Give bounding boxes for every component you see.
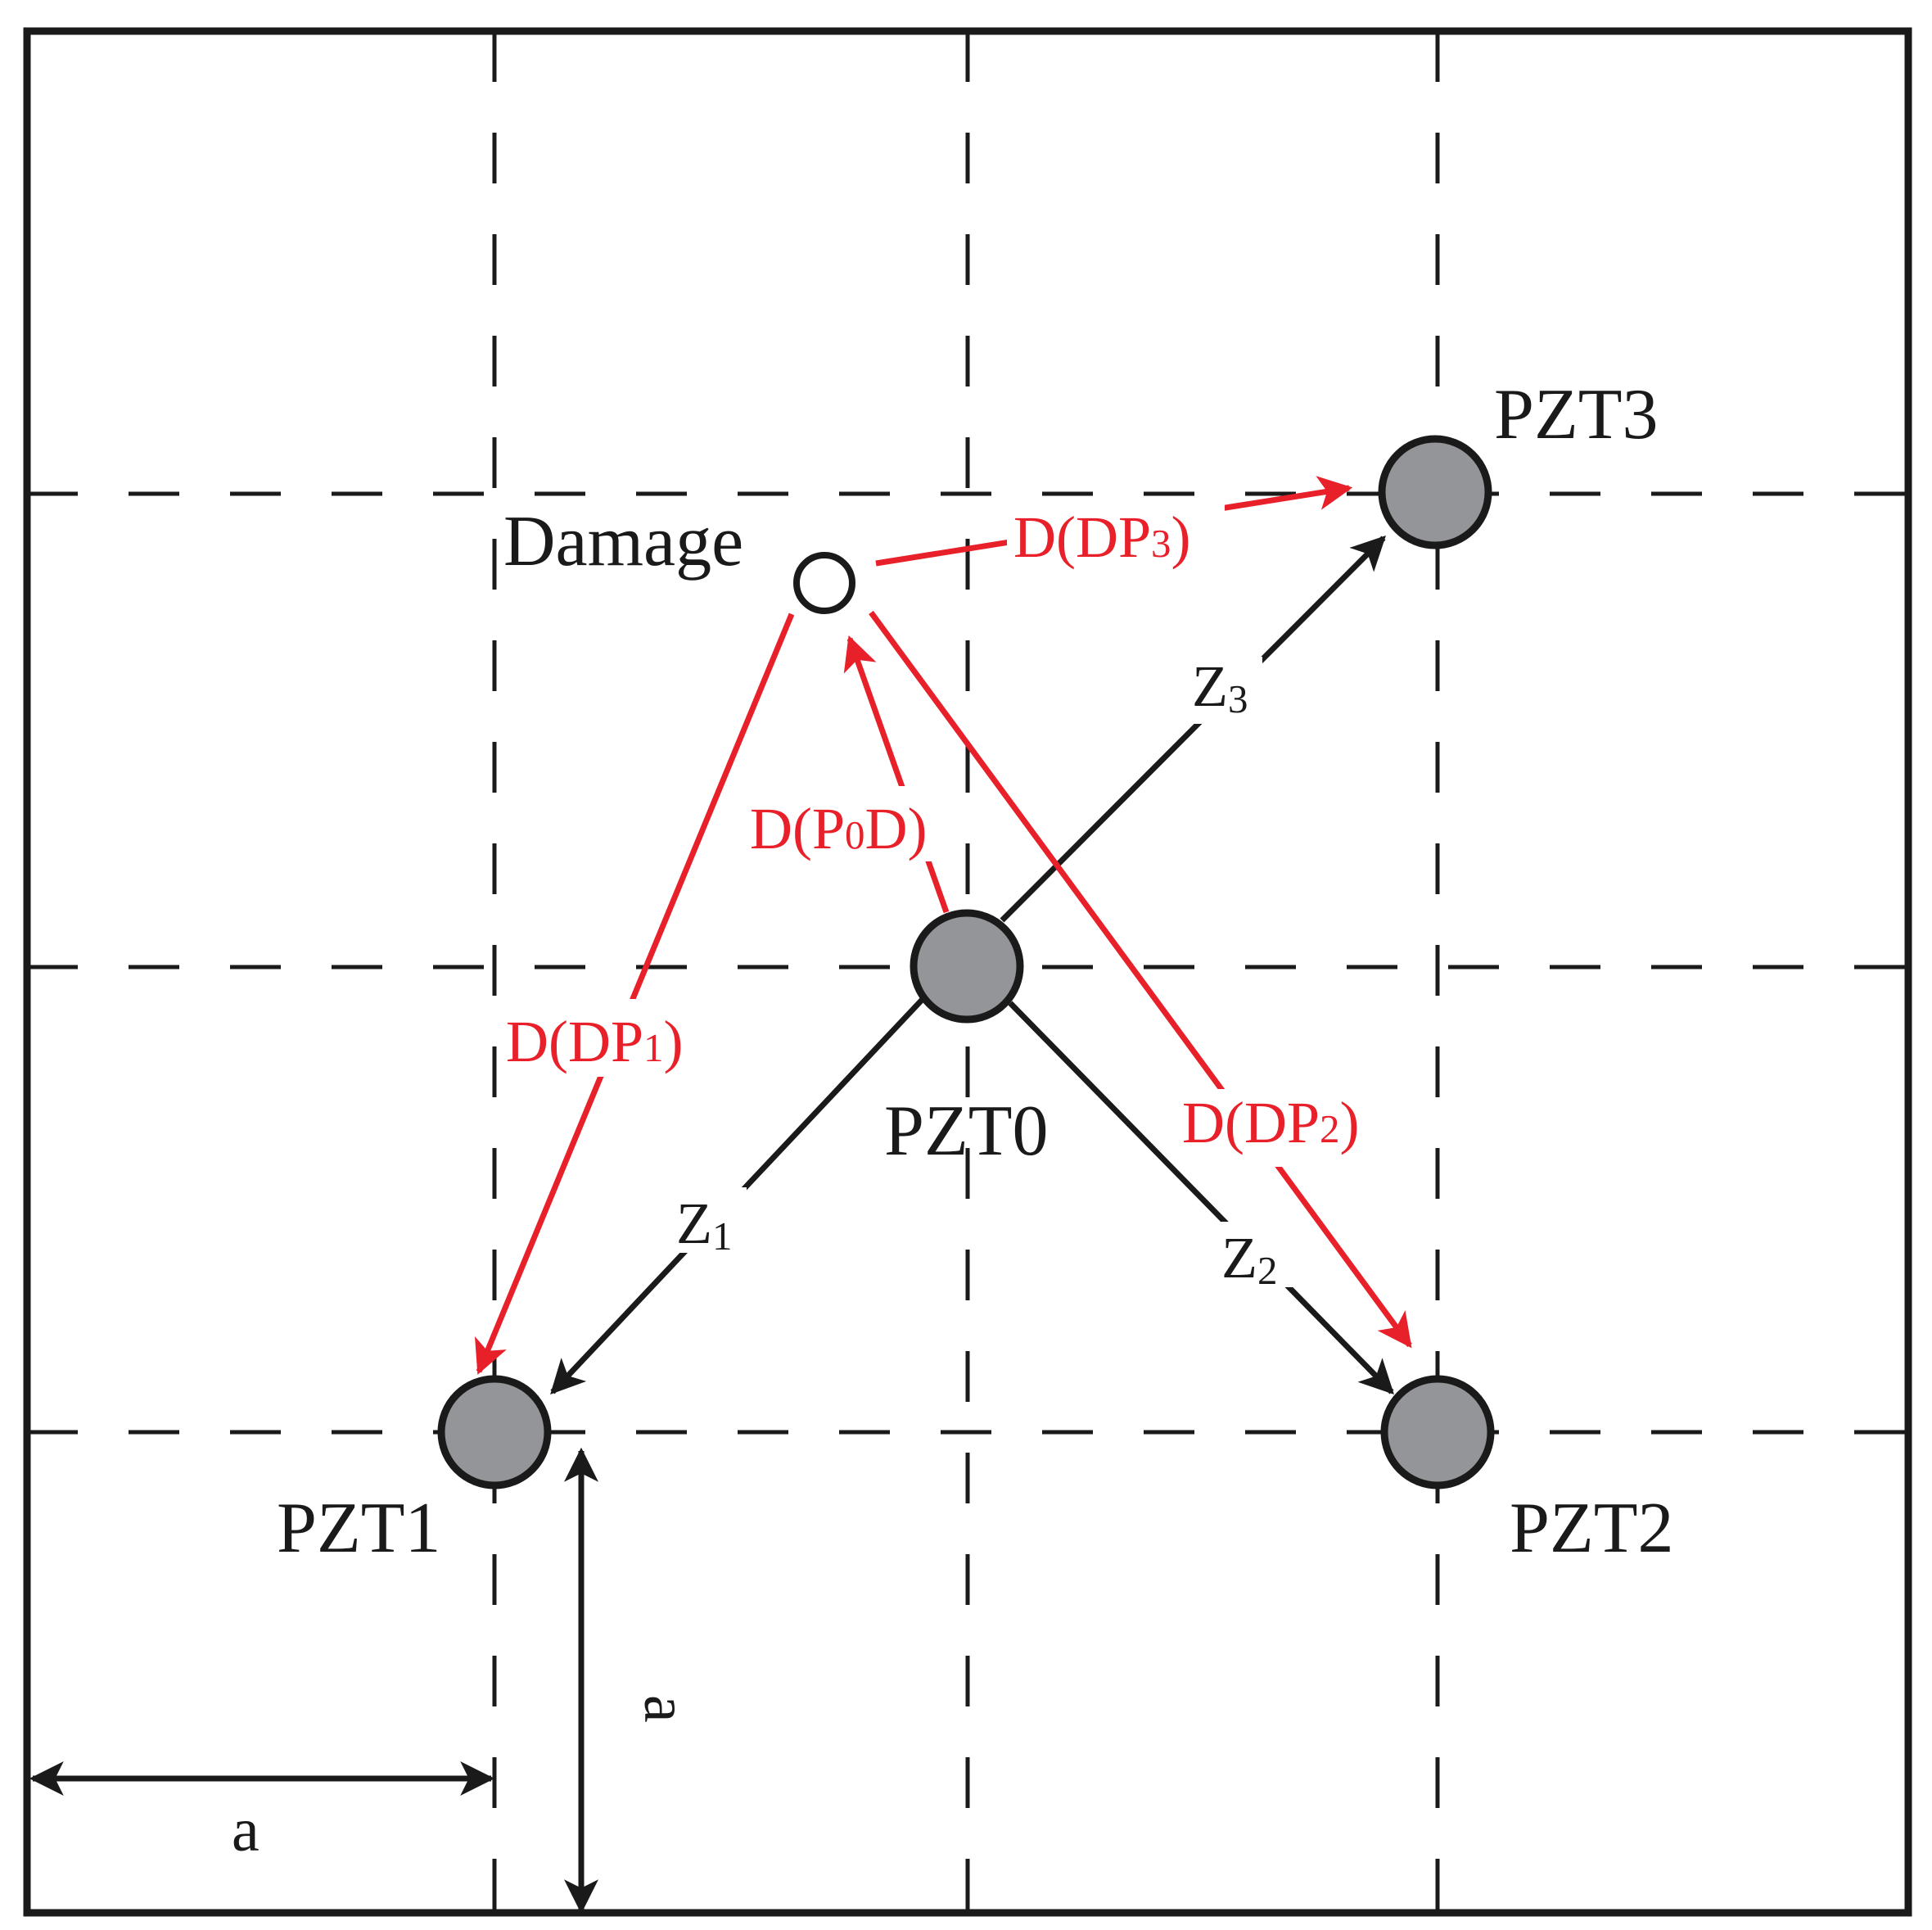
d-dp2-backdrop — [1177, 1089, 1408, 1167]
pzt1-label: PZT1 — [277, 1489, 440, 1568]
d-dp3-label: D(DP3) — [1013, 504, 1190, 570]
d-dp1-backdrop — [499, 999, 743, 1077]
pzt0-node[interactable] — [910, 909, 1024, 1024]
pzt3-node[interactable] — [1378, 435, 1492, 549]
label-backdrops — [499, 501, 1408, 1287]
d-p0d-label: D(P0D) — [750, 796, 927, 861]
damage-label: Damage — [503, 502, 743, 581]
d-p0d-backdrop — [747, 786, 961, 861]
grid-lines — [27, 31, 1908, 1913]
z1-label: Z1 — [676, 1191, 732, 1259]
z2-backdrop — [1218, 1222, 1293, 1287]
pzt1-node[interactable] — [437, 1375, 552, 1489]
d-dp1-path — [475, 612, 795, 1375]
z2-label: Z2 — [1221, 1225, 1277, 1293]
d-dp2-label: D(DP2) — [1182, 1090, 1359, 1155]
z2-path — [1008, 1001, 1394, 1394]
d-dp3-backdrop — [1007, 501, 1225, 576]
pzt0-label: PZT0 — [884, 1092, 1048, 1171]
damage-point[interactable] — [793, 552, 855, 614]
d-dp1-label: D(DP1) — [506, 1009, 683, 1074]
z3-path — [1000, 536, 1386, 923]
z1-backdrop — [671, 1187, 747, 1253]
z3-label: Z3 — [1192, 653, 1248, 721]
d-p0d-path — [843, 635, 950, 914]
dimension-arrows — [29, 1447, 598, 1914]
dim-vertical-label: a — [631, 1695, 700, 1723]
pzt2-label: PZT2 — [1510, 1489, 1673, 1568]
z3-backdrop — [1187, 657, 1262, 724]
pzt2-node[interactable] — [1380, 1375, 1495, 1489]
pzt3-label: PZT3 — [1494, 375, 1658, 454]
dim-horizontal-label: a — [232, 1796, 260, 1864]
d-dp2-path — [869, 610, 1412, 1349]
